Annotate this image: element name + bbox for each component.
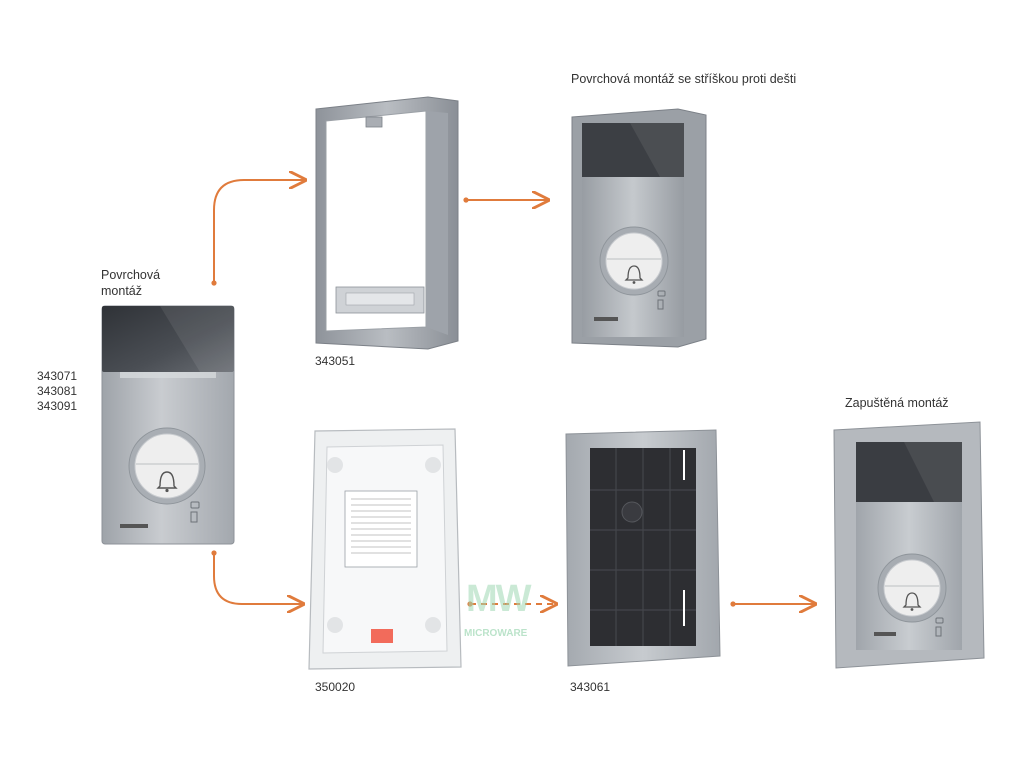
bell-icon	[902, 592, 922, 611]
watermark-text: MICROWARE	[464, 628, 528, 639]
rain-cover-frame	[315, 96, 459, 350]
rain-cover-code: 343051	[315, 354, 356, 368]
door-panel-unit	[101, 305, 235, 545]
flush-box-code: 350020	[315, 680, 356, 694]
rain-cover-mount-label: Povrchová montáž se stříškou proti dešti	[571, 72, 797, 86]
bell-icon	[624, 265, 644, 284]
watermark-mark: MW	[466, 578, 532, 620]
bell-icon	[156, 471, 178, 493]
flush-mounted-panel	[833, 421, 985, 669]
brand-logo	[594, 317, 618, 321]
arrow-rain-cover-to-result	[463, 197, 548, 202]
panel-codes: 343071 343081 343091	[37, 369, 77, 414]
panel-code: 343091	[37, 399, 78, 413]
door-open-icon	[657, 290, 666, 310]
panel-with-rain-cover	[571, 108, 707, 348]
arrow-panel-to-flush-box	[211, 550, 303, 604]
arrow-frame-to-flush-result	[730, 601, 815, 606]
panel-code: 343071	[37, 369, 78, 383]
flush-frame	[565, 429, 721, 667]
flush-mount-label: Zapuštěná montáž	[845, 396, 949, 410]
brand-logo	[120, 524, 148, 528]
brand-logo	[874, 632, 896, 636]
surface-mount-label-line1: Povrchová	[101, 268, 161, 282]
flush-mounting-box	[308, 428, 462, 670]
surface-mount-label-line2: montáž	[101, 284, 142, 298]
flush-frame-code: 343061	[570, 680, 611, 694]
arrow-panel-to-rain-cover	[211, 180, 305, 286]
panel-code: 343081	[37, 384, 78, 398]
door-open-icon	[190, 501, 200, 523]
surface-mount-label: Povrchová montáž	[101, 267, 160, 299]
door-open-icon	[935, 617, 944, 637]
arrow-flush-box-to-frame	[467, 601, 556, 606]
